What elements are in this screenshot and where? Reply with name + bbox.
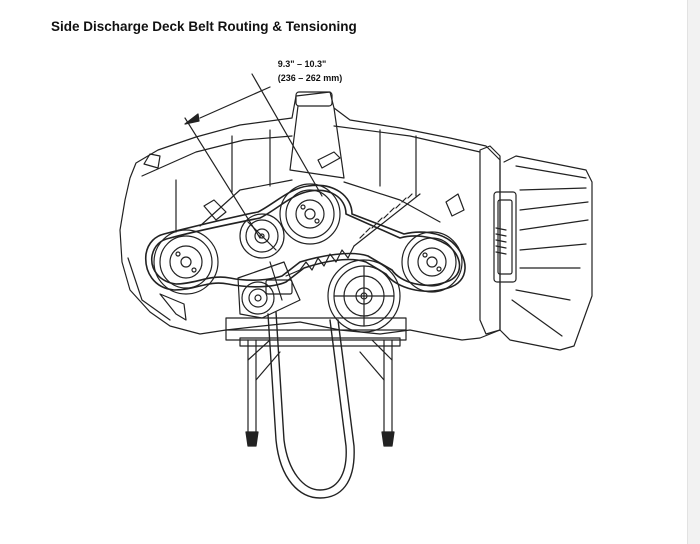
center-spindle-pulley: [279, 183, 341, 245]
left-spindle-pulley: [153, 229, 219, 295]
dimension-arrow: [184, 73, 323, 239]
discharge-chute: [479, 145, 593, 351]
pto-belt-loop: [267, 311, 355, 499]
idler-pulley: [239, 213, 285, 259]
page-title: Side Discharge Deck Belt Routing & Tensi…: [51, 19, 357, 34]
deck-housing: [119, 91, 501, 341]
tensioner-bracket: [237, 261, 301, 319]
drive-pulley: [327, 259, 401, 333]
dimension-imperial-label: 9.3" – 10.3": [277, 59, 327, 69]
dimension-metric-label: (236 – 262 mm): [277, 73, 343, 83]
tension-spring: [285, 193, 421, 277]
right-spindle-pulley: [401, 231, 463, 293]
hanger-frame: [239, 337, 401, 447]
page-edge: [687, 0, 700, 544]
drive-belt: [145, 184, 466, 292]
